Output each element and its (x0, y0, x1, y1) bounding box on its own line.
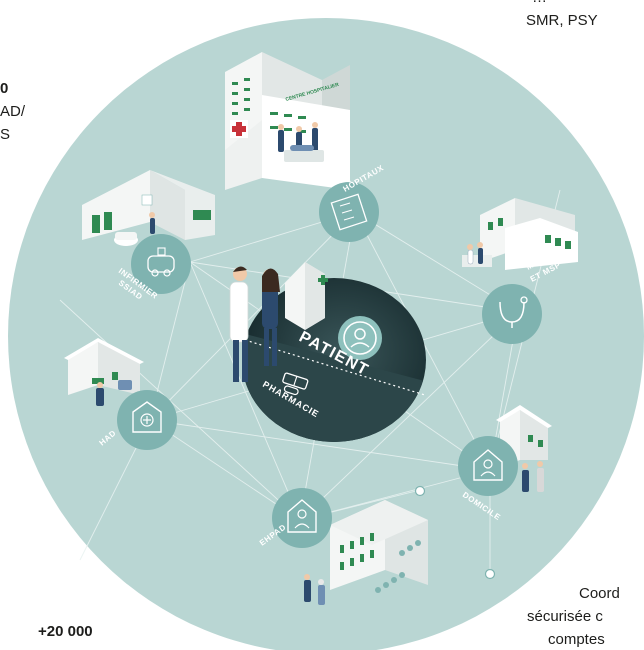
top-right-line2: SMR, PSY (526, 12, 598, 29)
hospital-building: CENTRE HOSPITALIER (225, 52, 350, 190)
pills-icon (282, 372, 309, 396)
node-hopitaux (319, 182, 379, 242)
doctor-building (462, 198, 578, 270)
left-top-line1: AD/ (0, 103, 26, 120)
connector-dot (414, 485, 426, 497)
node-ehpad (272, 488, 332, 548)
node-had (117, 390, 177, 450)
had-house (64, 338, 144, 406)
bottom-left-count: +20 000 (38, 623, 93, 640)
left-top-number: 0 (0, 80, 9, 97)
ehpad-building (304, 500, 428, 605)
connector-dot (484, 568, 496, 580)
nurse-clinic-building (82, 170, 215, 246)
node-medecin (482, 284, 542, 344)
bottom-right-line3: comptes (548, 631, 605, 648)
top-right-line1: … (532, 0, 547, 7)
pharmacist-figures (229, 262, 328, 382)
node-infirmier (131, 234, 191, 294)
node-domicile (458, 436, 518, 496)
bottom-right-line1: Coord (579, 585, 620, 602)
bottom-right-line2: sécurisée c (527, 608, 603, 625)
left-top-line2: S (0, 126, 11, 143)
